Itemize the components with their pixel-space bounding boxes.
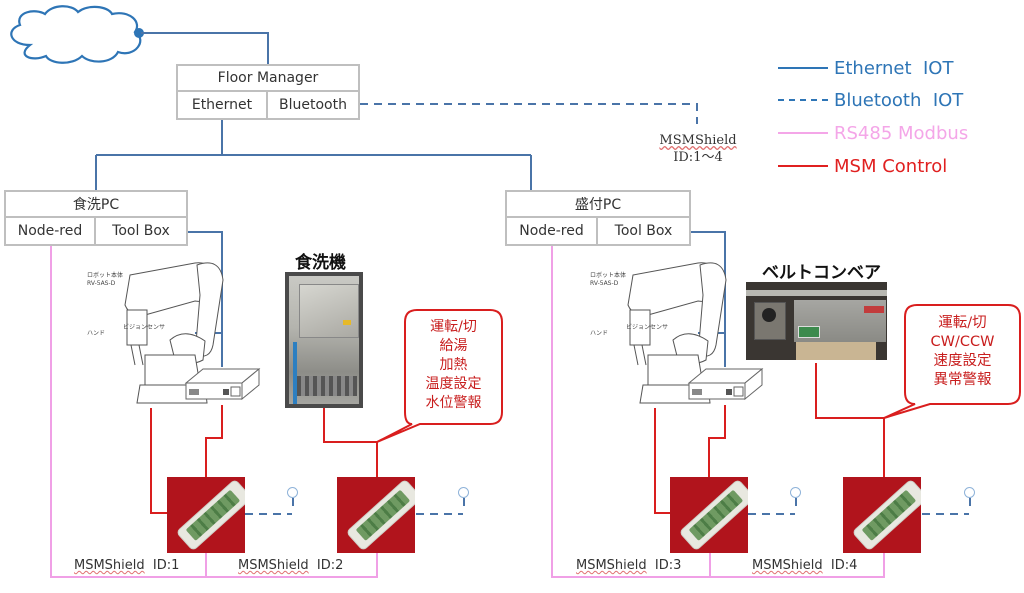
shield-label-3: MSMShield ID:3 bbox=[576, 558, 681, 573]
dishwasher-photo bbox=[285, 272, 363, 408]
shield-board-icon bbox=[852, 479, 921, 551]
legend-label-control: MSM Control bbox=[834, 155, 948, 177]
function-item: 給湯 bbox=[439, 338, 468, 354]
floor-manager-box: Floor Manager Ethernet Bluetooth bbox=[176, 64, 360, 120]
shield-name: MSMShield bbox=[752, 558, 823, 573]
shield-board-icon bbox=[679, 479, 748, 551]
msm-shield-1 bbox=[167, 477, 245, 553]
floor-manager-title: Floor Manager bbox=[178, 66, 358, 92]
pc-port-node-red: Node-red bbox=[507, 218, 598, 244]
robot-sensor-label: ビジョンセンサ bbox=[626, 323, 668, 331]
bluetooth-lines bbox=[245, 103, 969, 515]
legend-label-bluetooth: Bluetooth IOT bbox=[834, 89, 964, 111]
shield-board-icon bbox=[176, 479, 245, 551]
control-lines bbox=[150, 363, 885, 514]
pc-box-plating: 盛付PC Node-red Tool Box bbox=[505, 190, 691, 246]
shield-name: MSMShield bbox=[238, 558, 309, 573]
robot-model-label: RV-5AS-D bbox=[87, 280, 116, 287]
pc-port-node-red: Node-red bbox=[6, 218, 96, 244]
floor-manager-port-bluetooth: Bluetooth bbox=[279, 97, 347, 113]
conveyor-functions: 運転/切 CW/CCW 速度設定 異常警報 bbox=[905, 314, 1020, 390]
pc-box-dishwashing: 食洗PC Node-red Tool Box bbox=[4, 190, 188, 246]
function-item: 異常警報 bbox=[933, 372, 992, 388]
pc-port-toolbox: Tool Box bbox=[112, 223, 170, 239]
function-item: 運転/切 bbox=[938, 315, 987, 331]
callout-shape-dishwasher bbox=[376, 309, 503, 443]
legend-item-bluetooth: Bluetooth IOT bbox=[778, 89, 963, 111]
msm-shield-3 bbox=[670, 477, 748, 553]
shield-id: ID:3 bbox=[654, 558, 682, 573]
robot-model-label: RV-5AS-D bbox=[590, 280, 619, 287]
bluetooth-target-ids: ID:1～4 bbox=[673, 150, 723, 165]
dishwasher-title: 食洗機 bbox=[295, 253, 346, 273]
legend-item-control: MSM Control bbox=[778, 155, 947, 177]
controller-box-right bbox=[686, 365, 766, 407]
shield-id: ID:4 bbox=[830, 558, 858, 573]
rs485-lines bbox=[50, 246, 885, 578]
function-item: 運転/切 bbox=[430, 319, 477, 335]
robot-hand-label: ハンド bbox=[87, 330, 105, 337]
shield-label-2: MSMShield ID:2 bbox=[238, 558, 343, 573]
robot-body-label: ロボット本体 bbox=[87, 271, 123, 279]
function-item: 温度設定 bbox=[425, 376, 482, 392]
robot-hand-label: ハンド bbox=[590, 330, 608, 337]
function-item: 水位警報 bbox=[425, 395, 482, 411]
controller-box-left bbox=[183, 365, 263, 407]
msm-shield-4 bbox=[843, 477, 921, 553]
legend-swatch-rs485 bbox=[778, 132, 828, 134]
shield-label-1: MSMShield ID:1 bbox=[74, 558, 179, 573]
shield-id: ID:2 bbox=[316, 558, 344, 573]
legend-label-rs485: RS485 Modbus bbox=[834, 122, 969, 144]
conveyor-title: ベルトコンベア bbox=[762, 263, 881, 283]
robot-sensor-label: ビジョンセンサ bbox=[123, 323, 165, 331]
legend-item-ethernet: Ethernet IOT bbox=[778, 57, 953, 79]
legend-item-rs485: RS485 Modbus bbox=[778, 122, 968, 144]
controller-icon bbox=[184, 367, 261, 401]
conveyor-photo bbox=[746, 282, 887, 360]
legend-label-ethernet: Ethernet IOT bbox=[834, 57, 954, 79]
pc-title: 盛付PC bbox=[507, 192, 689, 218]
robot-body-label: ロボット本体 bbox=[590, 271, 626, 279]
msm-shield-2 bbox=[337, 477, 415, 553]
floor-manager-port-ethernet: Ethernet bbox=[178, 92, 268, 118]
pc-port-toolbox: Tool Box bbox=[614, 223, 673, 239]
function-item: 速度設定 bbox=[933, 353, 992, 369]
shield-name: MSMShield bbox=[576, 558, 647, 573]
function-item: CW/CCW bbox=[930, 334, 995, 350]
shield-name: MSMShield bbox=[74, 558, 145, 573]
callout-shape-conveyor bbox=[883, 304, 1021, 419]
legend-swatch-bluetooth bbox=[778, 99, 828, 101]
bluetooth-target-label: MSMShield ID:1～4 bbox=[648, 132, 748, 166]
robot-arm-icon: ロボット本体 RV-5AS-D ハンド ビジョンセンサ bbox=[87, 262, 224, 404]
robot-arm-left: ロボット本体 RV-5AS-D ハンド ビジョンセンサ bbox=[85, 255, 265, 410]
shield-board-icon bbox=[346, 479, 415, 551]
dishwasher-functions: 運転/切 給湯 加熱 温度設定 水位警報 bbox=[405, 318, 502, 413]
pc-title: 食洗PC bbox=[6, 192, 186, 218]
shield-label-4: MSMShield ID:4 bbox=[752, 558, 857, 573]
bluetooth-target-name: MSMShield bbox=[659, 133, 737, 148]
legend-swatch-ethernet bbox=[778, 67, 828, 69]
controller-icon bbox=[687, 367, 764, 401]
shield-id: ID:1 bbox=[152, 558, 180, 573]
legend-swatch-control bbox=[778, 165, 828, 167]
function-item: 加熱 bbox=[439, 357, 468, 373]
cloud-icon bbox=[10, 5, 144, 64]
